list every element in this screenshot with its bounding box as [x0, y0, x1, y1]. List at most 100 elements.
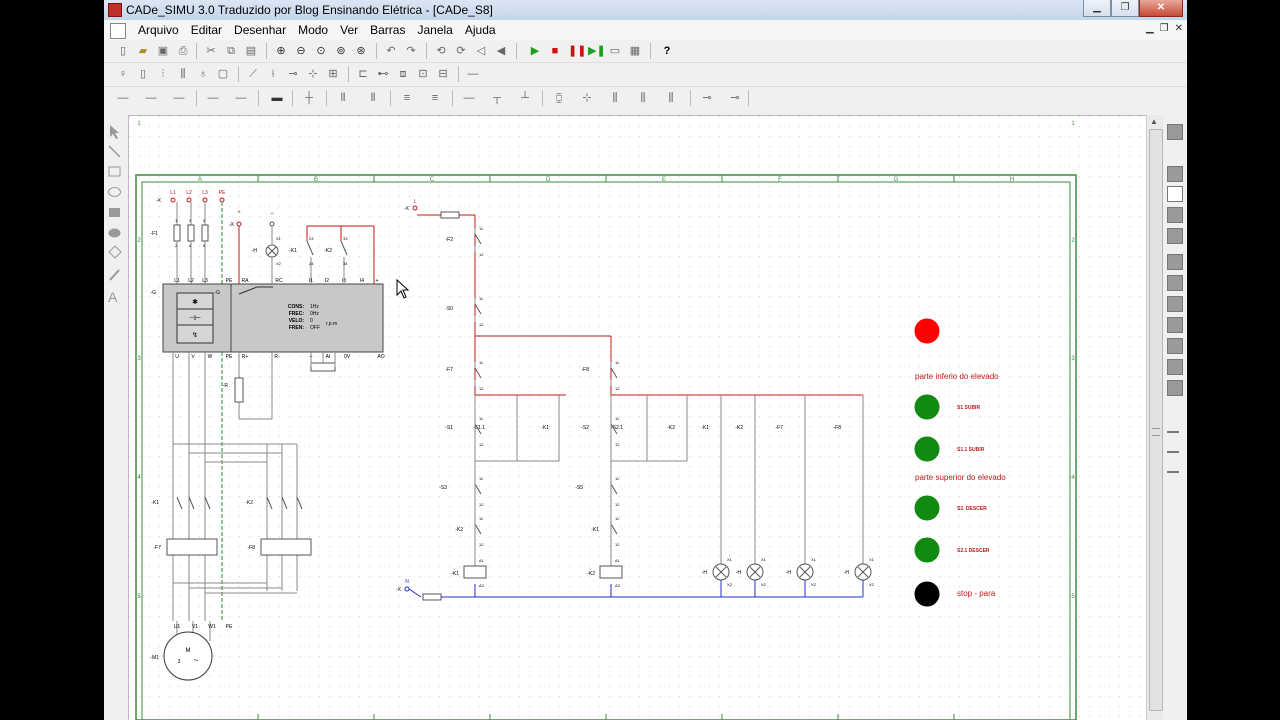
box-symbol-icon[interactable]: ▢ — [217, 68, 229, 80]
sensor-symbol-icon[interactable]: ⊸ — [288, 68, 298, 80]
breaker3-symbol-icon[interactable]: ⫼ — [180, 68, 186, 80]
layer-4-icon[interactable] — [1167, 207, 1183, 223]
socket5-icon[interactable]: ⫼ — [668, 92, 674, 104]
nc-contact-icon[interactable]: — — [145, 92, 157, 104]
menu-ajuda[interactable]: Ajuda — [464, 23, 496, 37]
layer-6-icon[interactable] — [1167, 254, 1183, 270]
zoom-window-icon[interactable]: ⊙ — [316, 45, 326, 57]
layer-2-icon[interactable] — [1167, 166, 1183, 182]
layout-icon[interactable]: ▦ — [629, 45, 641, 57]
menu-desenhar[interactable]: Desenhar — [234, 23, 287, 37]
zoom-all-icon[interactable]: ⊚ — [336, 45, 346, 57]
filled-ellipse-tool-icon[interactable] — [108, 228, 121, 238]
mdi-close-button[interactable]: ✕ — [1174, 23, 1183, 34]
delay-contact-icon[interactable]: — — [173, 92, 185, 104]
lines3-icon[interactable]: ≡ — [403, 92, 411, 104]
busbar2-icon[interactable]: ⦀ — [370, 92, 376, 104]
play-icon[interactable]: ▶ — [530, 45, 540, 57]
select-arrow-icon[interactable] — [110, 125, 119, 139]
open-folder-icon[interactable]: ▰ — [138, 45, 148, 57]
wire-h-icon[interactable]: — — [463, 92, 475, 104]
rotate-right-icon[interactable]: ⟳ — [456, 45, 466, 57]
stop-icon[interactable]: ■ — [551, 45, 559, 57]
print-icon[interactable]: ⎙ — [178, 45, 188, 57]
menu-ver[interactable]: Ver — [340, 23, 359, 37]
timer-symbol-icon[interactable]: ⊷ — [377, 68, 389, 80]
coil-symbol-icon[interactable]: ⊏ — [358, 68, 368, 80]
help-icon[interactable]: ? — [663, 45, 671, 57]
window-icon[interactable]: ▭ — [609, 45, 621, 57]
text-tool-icon[interactable]: A — [108, 289, 118, 305]
zoom-fit-icon[interactable]: ⊛ — [356, 45, 366, 57]
layer-10-icon[interactable] — [1167, 338, 1183, 354]
mdi-restore-button[interactable]: ❐ — [1159, 23, 1169, 34]
rectangle-tool-icon[interactable] — [108, 166, 121, 177]
socket-icon[interactable]: ⧮ — [555, 92, 563, 104]
ellipse-tool-icon[interactable] — [108, 187, 121, 197]
layer-11-icon[interactable] — [1167, 359, 1183, 375]
terminal-symbol-icon[interactable]: ⊹ — [308, 68, 318, 80]
rotate-left-icon[interactable]: ⟲ — [436, 45, 446, 57]
menu-barras[interactable]: Barras — [370, 23, 406, 37]
plc-symbol-icon[interactable]: ⊡ — [418, 68, 428, 80]
layer-5-icon[interactable] — [1167, 228, 1183, 244]
layer-7-icon[interactable] — [1167, 275, 1183, 291]
layer-3-icon[interactable] — [1167, 186, 1183, 202]
socket4-icon[interactable]: ⫼ — [640, 92, 646, 104]
breaker-symbol-icon[interactable]: ⫶ — [161, 68, 165, 80]
fuse-symbol-icon[interactable]: ▯ — [139, 68, 147, 80]
undo-icon[interactable]: ↶ — [386, 45, 396, 57]
line-style-2-icon[interactable] — [1167, 451, 1179, 453]
pause-icon[interactable]: ❚❚ — [568, 45, 587, 57]
counter-symbol-icon[interactable]: ⧈ — [399, 68, 407, 80]
line-style-1-icon[interactable] — [1167, 431, 1179, 433]
contact2-symbol-icon[interactable]: ⟊ — [271, 68, 275, 80]
busbar-icon[interactable]: ⦀ — [340, 92, 346, 104]
line-style-3-icon[interactable] — [1167, 471, 1179, 473]
layer-8-icon[interactable] — [1167, 296, 1183, 312]
relay-symbol-icon[interactable]: ♁ — [198, 68, 208, 80]
socket2-icon[interactable]: ⊹ — [582, 92, 592, 104]
plug-symbol-icon[interactable]: ⊞ — [328, 68, 338, 80]
layer-1-icon[interactable] — [1167, 124, 1183, 140]
menu-janela[interactable]: Janela — [417, 23, 453, 37]
menu-editar[interactable]: Editar — [190, 23, 223, 37]
junction-icon[interactable]: ┼ — [305, 92, 313, 104]
step-icon[interactable]: ▶❚ — [588, 45, 606, 57]
line-symbol-icon[interactable]: — — [467, 68, 479, 80]
coil-icon[interactable]: ▬ — [271, 92, 283, 104]
fill-bucket-icon[interactable] — [108, 245, 122, 259]
new-file-icon[interactable]: ▯ — [119, 45, 127, 57]
line-tool-icon[interactable] — [108, 145, 121, 158]
document-icon[interactable] — [110, 23, 126, 39]
meter-symbol-icon[interactable]: ⊟ — [438, 68, 448, 80]
connector2-icon[interactable]: ⊸ — [730, 92, 740, 104]
copy-icon[interactable]: ⧉ — [227, 45, 235, 57]
contact-symbol-icon[interactable]: ⟋ — [249, 68, 257, 80]
layer-12-icon[interactable] — [1167, 380, 1183, 396]
redo-icon[interactable]: ↷ — [406, 45, 416, 57]
connector-icon[interactable]: ⊸ — [702, 92, 712, 104]
maximize-button[interactable]: ❐ — [1111, 0, 1139, 17]
pencil-tool-icon[interactable] — [109, 269, 120, 281]
wire-t2-icon[interactable]: ┴ — [521, 92, 529, 104]
zoom-out-icon[interactable]: ⊖ — [296, 45, 306, 57]
scroll-thumb[interactable] — [1149, 129, 1163, 711]
paste-icon[interactable]: ▤ — [245, 45, 257, 57]
no-contact-icon[interactable]: — — [117, 92, 129, 104]
mirror-icon[interactable]: ◁ — [476, 45, 486, 57]
flip-icon[interactable]: ◀ — [496, 45, 506, 57]
filled-rect-tool-icon[interactable] — [109, 208, 120, 217]
lamp-symbol-icon[interactable]: ♀ — [118, 68, 128, 80]
mdi-minimize-button[interactable]: ▁ — [1145, 23, 1154, 34]
minimize-button[interactable]: ▁ — [1083, 0, 1111, 17]
socket3-icon[interactable]: ⫼ — [612, 92, 618, 104]
layer-9-icon[interactable] — [1167, 317, 1183, 333]
menu-modo[interactable]: Modo — [298, 23, 329, 37]
wire-t-icon[interactable]: ┬ — [493, 92, 501, 104]
pushbutton-nc-icon[interactable]: — — [235, 92, 247, 104]
pushbutton-no-icon[interactable]: — — [207, 92, 219, 104]
scroll-up-icon[interactable]: ▲ — [1150, 117, 1158, 126]
save-icon[interactable]: ▣ — [157, 45, 169, 57]
